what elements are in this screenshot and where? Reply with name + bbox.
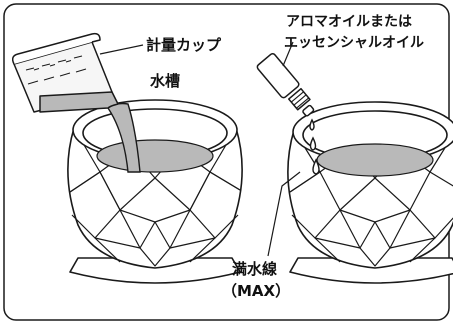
aroma-oil-label-line2: エッセンシャルオイル [284, 35, 424, 51]
max-line-leader [267, 171, 301, 257]
right-diffuser-water [316, 143, 434, 177]
water-tank-label: 水槽 [150, 72, 180, 90]
measuring-cup-leader [99, 44, 144, 55]
oil-bottle-icon [256, 53, 315, 117]
oil-drops [309, 118, 320, 175]
oil-drop-3 [312, 158, 320, 175]
aroma-oil-label-line1: アロマオイルまたは [286, 14, 412, 30]
oil-drop-2 [309, 136, 317, 151]
left-diffuser [67, 99, 243, 284]
left-diffuser-base [69, 257, 241, 284]
oil-drop-1 [309, 118, 315, 131]
max-line-label-line1: 満水線 [232, 260, 277, 278]
right-diffuser-base [289, 257, 453, 284]
max-line-label-line2: （MAX） [222, 282, 290, 300]
measuring-cup-icon [11, 32, 119, 113]
measuring-cup-label: 計量カップ [146, 36, 222, 54]
left-diffuser-water [96, 139, 214, 173]
right-diffuser [287, 101, 453, 284]
oil-bottle-leader [282, 41, 294, 67]
